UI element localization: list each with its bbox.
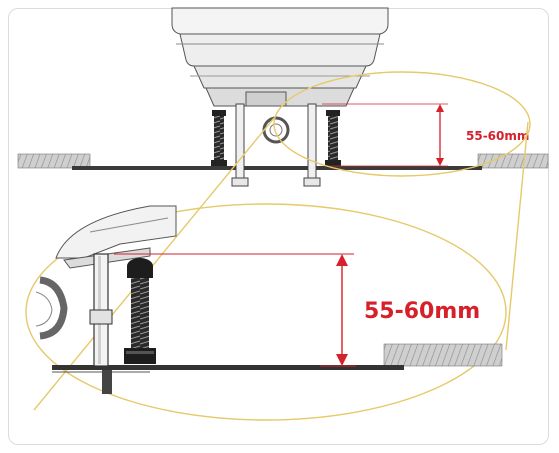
threaded-bolt-right (325, 110, 341, 166)
concrete-slab-left (17, 153, 91, 169)
zoom-concrete-slab (383, 343, 503, 367)
zoom-detail: 55-60mm (35, 205, 503, 394)
zoom-base-plate (52, 365, 404, 370)
zoom-dimension-label: 55-60mm (364, 299, 480, 324)
base-plate (72, 166, 482, 170)
zoom-source-outline (273, 71, 531, 177)
lamp-housing (171, 7, 389, 107)
zoom-eye-bolt-ring (39, 276, 68, 340)
zoom-threaded-bolt (124, 258, 156, 364)
threaded-bolt-left (211, 110, 227, 166)
mount-post-right (307, 103, 317, 183)
concrete-slab-right (477, 153, 549, 169)
zoom-line-left (33, 117, 275, 411)
top-dimension (322, 103, 448, 167)
zoom-line-right (505, 121, 529, 351)
top-dimension-label: 55-60mm (466, 129, 529, 143)
zoom-detail-outline (25, 203, 507, 421)
mount-post-left (235, 103, 245, 183)
top-detail: 55-60mm (17, 7, 549, 187)
zoom-connector (25, 71, 531, 421)
zoom-dimension (114, 253, 356, 367)
